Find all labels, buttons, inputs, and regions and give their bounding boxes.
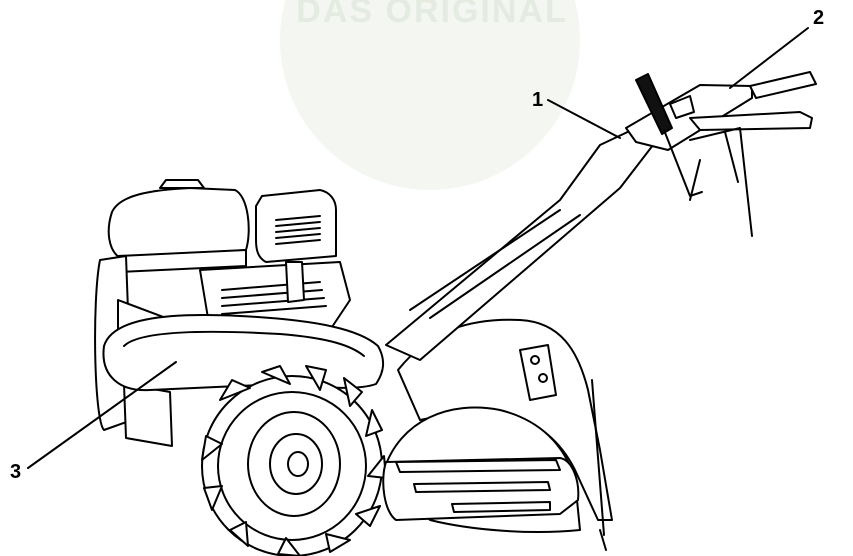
engine-guard: [102, 314, 384, 392]
air-filter-vents: [275, 215, 321, 245]
wheel: [201, 365, 387, 556]
handle-console: [625, 84, 753, 151]
leader-line-2: [729, 27, 809, 89]
watermark-circle: [280, 0, 580, 190]
callout-1: 1: [532, 89, 544, 111]
fuel-cap: [159, 179, 205, 189]
hood-bracket: [519, 344, 557, 401]
air-filter: [255, 189, 337, 263]
fuel-tank: [107, 187, 250, 259]
leader-line-1: [547, 99, 621, 139]
watermark-text: DAS ORIGINAL: [296, 0, 568, 30]
depth-stake: [591, 379, 605, 536]
wheel-speed-lever: [635, 73, 673, 135]
callout-2: 2: [813, 7, 825, 29]
handle-grip-right: [749, 71, 817, 99]
callout-3: 3: [10, 461, 22, 483]
leader-line-3: [27, 361, 177, 469]
handle-bar-rear: [689, 111, 813, 131]
